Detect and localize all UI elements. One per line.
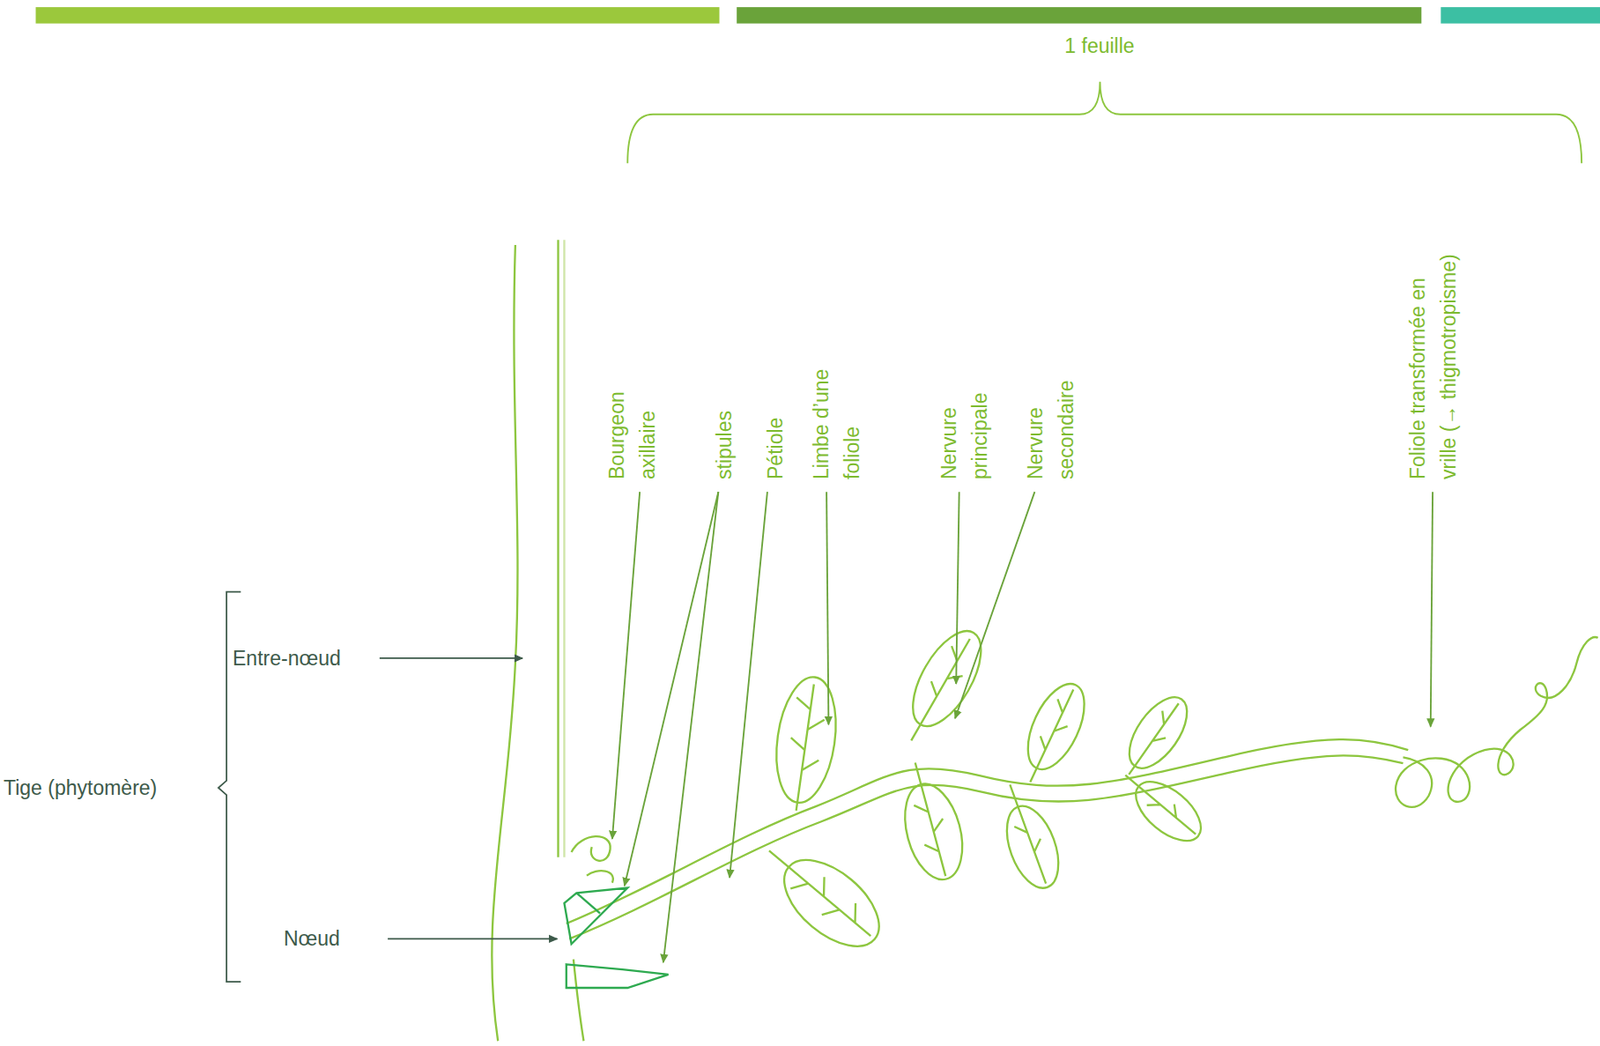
part-label: Nervure secondaire — [1020, 364, 1082, 480]
leaf-brace — [627, 81, 1582, 164]
part-label: Nœud — [283, 923, 341, 955]
part-label: Foliole transformée en vrille (→ thigmot… — [1402, 239, 1464, 480]
header-bar — [36, 7, 720, 24]
part-label: Nervure principale — [933, 369, 995, 480]
plant-drawing — [491, 239, 1598, 1041]
group-label: Tige (phytomère) — [3, 772, 157, 804]
leader-arrow — [379, 658, 558, 939]
leader-line — [612, 491, 1433, 963]
part-label: Limbe d’une foliole — [806, 338, 867, 480]
part-label: Pétiole — [760, 303, 792, 480]
part-label: stipules — [709, 303, 741, 480]
header-bar — [1440, 7, 1600, 24]
stipule-shape — [563, 888, 668, 988]
part-label: Bourgeon axillaire — [601, 364, 663, 480]
group-label: 1 feuille — [1064, 30, 1134, 62]
header-bar — [736, 7, 1422, 24]
part-label: Entre-nœud — [232, 643, 341, 675]
